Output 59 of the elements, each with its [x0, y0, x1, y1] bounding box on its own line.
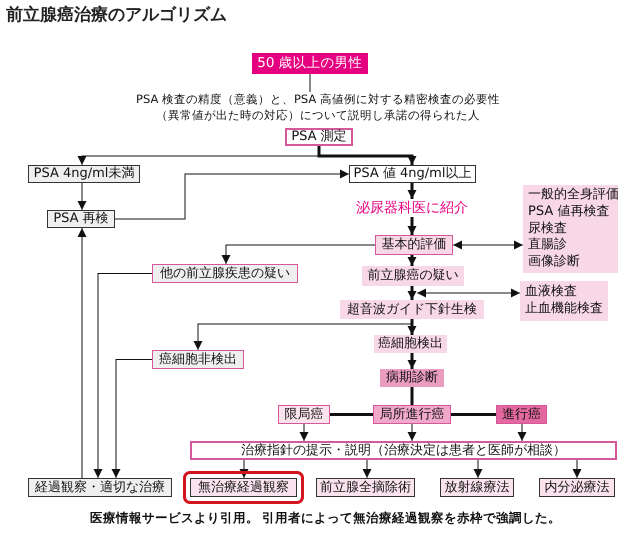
arrow — [408, 424, 416, 442]
result-box: PSA 4ng/ml未満 — [28, 165, 140, 183]
stage-box: 局所進行癌 — [373, 405, 451, 424]
arrow — [416, 288, 520, 298]
treatment-box: 無治療経過観察 — [190, 478, 297, 497]
arrow — [452, 240, 524, 250]
list-item-text: 尿検査 — [528, 220, 567, 237]
list-item-text: 直腸診 — [528, 237, 567, 254]
arrow — [572, 460, 582, 478]
arrow — [474, 460, 482, 478]
arrow — [408, 286, 416, 300]
result-box: PSA 再検 — [47, 210, 115, 228]
diagram-title: 前立腺癌治療のアルゴリズム — [6, 4, 227, 26]
source-caption: 医療情報サービスより引用。 引用者によって無治療経過観察を赤枠で強調した。 — [90, 510, 562, 527]
process-box: 治療指針の提示・説明（治療決定は患者と医師が相談） — [190, 441, 617, 460]
arrow — [240, 460, 248, 478]
process-box: 癌細胞検出 — [374, 335, 447, 353]
stage-box: 進行癌 — [496, 405, 547, 424]
result-box: 他の前立腺疾患の疑い — [152, 264, 298, 283]
treatment-box: 内分泌療法 — [539, 478, 615, 497]
arrow — [362, 460, 372, 478]
exam-list-panel — [520, 281, 608, 321]
arrow — [94, 273, 152, 478]
arrow — [408, 353, 416, 369]
connector-line — [330, 413, 373, 416]
result-box: 経過観察・適切な治療 — [28, 478, 172, 497]
arrow — [408, 255, 416, 266]
arrow — [78, 228, 86, 478]
arrow — [114, 170, 350, 220]
process-box: 基本的評価 — [375, 235, 453, 255]
list-item-text: 一般的全身評価 — [528, 186, 619, 204]
arrow — [408, 183, 416, 199]
step-text: 泌尿器科医に紹介 — [352, 199, 472, 217]
list-item-text: PSA 値再検査 — [528, 204, 610, 221]
start-box: 50 歳以上の男性 — [252, 53, 368, 74]
description-text: PSA 検査の精度（意義）と、PSA 高値例に対する精密検査の必要性（異常値が出た時の対応）について説明し承諾の得られた人 — [132, 92, 504, 124]
list-item-text: 血液検査 — [525, 284, 577, 301]
process-box: 病期診断 — [380, 369, 444, 387]
arrow — [318, 146, 416, 165]
arrow — [408, 319, 416, 335]
result-box: 癌細胞非検出 — [152, 350, 244, 369]
result-box: PSA 値 4ng/ml以上 — [349, 165, 476, 183]
arrow — [518, 424, 526, 442]
arrow — [112, 359, 152, 478]
stage-box: 限局癌 — [278, 405, 330, 424]
connector-line — [451, 413, 496, 416]
connector-line — [410, 387, 414, 405]
process-box: 前立腺癌の疑い — [362, 266, 464, 286]
treatment-box: 放射線療法 — [440, 478, 514, 497]
process-box: 超音波ガイド下針生検 — [340, 300, 484, 319]
list-item-text: 止血機能検査 — [525, 301, 603, 318]
treatment-box: 前立腺全摘除術 — [316, 478, 415, 497]
arrow — [300, 424, 308, 442]
list-item-text: 画像診断 — [528, 254, 580, 272]
arrow — [408, 217, 416, 235]
arrow — [222, 244, 376, 264]
exam-list-panel — [523, 185, 618, 273]
arrow — [78, 182, 86, 210]
process-box: PSA 測定 — [285, 128, 353, 146]
